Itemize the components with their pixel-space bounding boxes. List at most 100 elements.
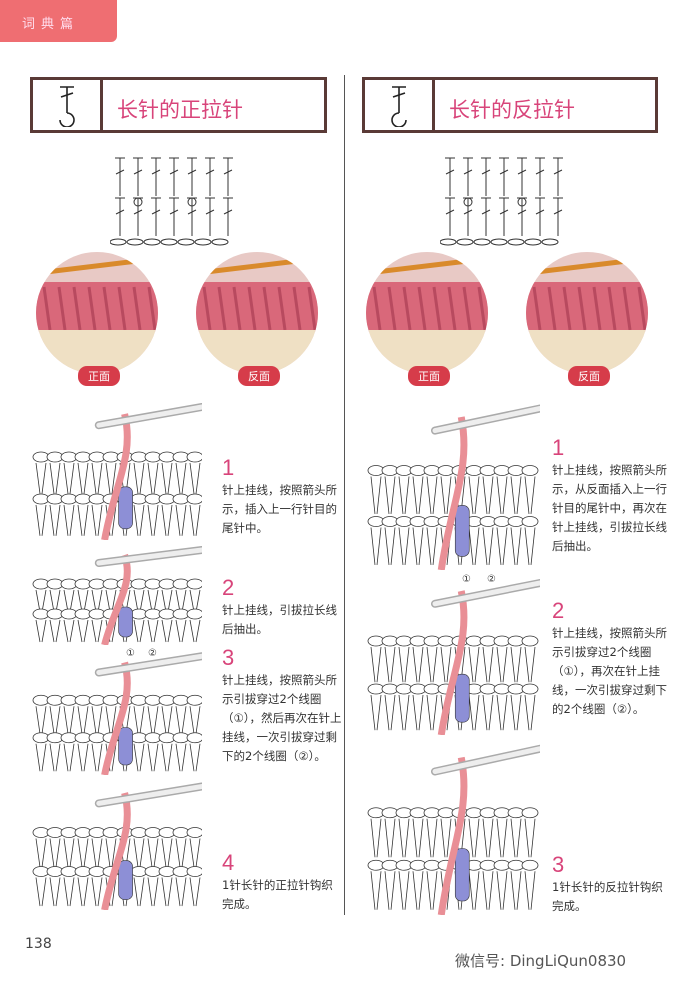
stitch-post	[468, 871, 480, 910]
stitch-post	[370, 476, 382, 514]
stitch-loop	[521, 683, 539, 695]
stitch-post	[175, 619, 187, 643]
stitch-post	[161, 619, 173, 643]
stitch-post	[133, 838, 145, 868]
stitch-post	[77, 706, 89, 734]
stitch-post	[426, 476, 438, 514]
double-crochet-mark	[151, 157, 161, 196]
stitch-loop	[507, 635, 525, 647]
stitch-post	[77, 462, 89, 494]
stitch-loop	[186, 608, 202, 620]
double-crochet-mark	[151, 197, 161, 236]
stitch-loop	[32, 694, 50, 706]
yarn-stitch	[232, 286, 242, 331]
stitch-loop	[46, 866, 64, 877]
left-step3-illustration	[32, 652, 202, 775]
left-step-4: 4 1针长针的正拉针钩织完成。	[222, 850, 333, 911]
stitch-post	[468, 646, 480, 683]
post-hook-mark	[517, 197, 527, 207]
stitch-post	[398, 818, 410, 858]
right-step-2: 2 针上挂线，按照箭头所示引拔穿过2个线圈（①），再次在针上挂线，一次引拔穿过剩…	[552, 598, 667, 716]
stitch-post	[49, 706, 61, 734]
double-crochet-mark	[535, 157, 545, 196]
post-stitch	[454, 505, 470, 557]
chain-stitch-mark	[524, 238, 542, 246]
photo-left-front	[36, 252, 158, 374]
marker-2: ②	[148, 648, 157, 659]
stitch-post	[49, 504, 61, 536]
stitch-post	[426, 527, 438, 565]
stitch-post	[133, 462, 145, 494]
stitch-post	[189, 504, 201, 536]
right-step-1: 1 针上挂线，按照箭头所示，从反面插入上一行针目的尾针中，再次在针上挂线，引拔拉…	[552, 435, 667, 553]
chain-stitch-mark	[211, 238, 229, 246]
working-yarn	[101, 661, 131, 775]
stitch-loop	[46, 451, 64, 463]
double-crochet-mark	[169, 197, 179, 236]
working-yarn	[101, 413, 131, 540]
stitch-loop	[521, 635, 539, 647]
stitch-loop	[521, 516, 539, 527]
stitch-loop	[46, 732, 64, 744]
stitch-post	[133, 589, 145, 613]
post-stitch	[118, 860, 133, 900]
left-step2-illustration	[32, 546, 202, 645]
stitch-post	[49, 743, 61, 772]
stitch-post	[147, 619, 159, 643]
stitch-post	[370, 527, 382, 565]
stitch-loop	[186, 732, 202, 744]
chain-stitch-mark	[440, 238, 457, 246]
photo-label: 正面	[408, 366, 450, 386]
stitch-post	[147, 462, 159, 494]
post-hook-mark	[463, 197, 473, 207]
chain-stitch-mark	[541, 238, 559, 246]
yarn-stitch	[277, 286, 287, 331]
stitch-loop	[46, 608, 64, 620]
stitch-post	[35, 877, 47, 907]
stitch-post	[524, 527, 536, 565]
stitch-loop	[32, 866, 50, 877]
working-yarn	[101, 553, 131, 645]
stitch-loop	[32, 493, 50, 505]
stitch-loop	[521, 859, 539, 871]
stitch-post	[133, 877, 145, 907]
double-crochet-mark	[205, 157, 215, 196]
left-step-1: 1 针上挂线，按照箭头所示，插入上一行针目的尾针中。	[222, 455, 337, 535]
stitch-loop	[521, 807, 539, 819]
stitch-post	[426, 646, 438, 683]
stitch-post	[412, 818, 424, 858]
stitch-post	[63, 462, 75, 494]
yarn-stitch	[577, 286, 587, 331]
stitch-loop	[186, 493, 202, 505]
stitch-post	[49, 838, 61, 868]
yarn-stitch	[432, 286, 442, 331]
double-crochet-mark	[553, 197, 563, 236]
right-step3-illustration	[367, 744, 540, 915]
stitch-post	[384, 527, 396, 565]
stitch-post	[412, 694, 424, 731]
left-step-3: 3 针上挂线，按照箭头所示引拔穿过2个线圈（①），然后再次在针上挂线，一次引拔穿…	[222, 645, 342, 763]
stitch-post	[63, 877, 75, 907]
yarn-stitch	[57, 286, 67, 331]
stitch-post	[189, 462, 201, 494]
stitch-loop	[507, 859, 525, 871]
post-stitch	[118, 727, 133, 766]
right-step1-illustration	[367, 404, 540, 570]
chain-stitch-mark	[473, 238, 491, 246]
stitch-loop	[507, 465, 525, 476]
double-crochet-mark	[445, 157, 455, 196]
stitch-post	[384, 646, 396, 683]
double-crochet-mark	[499, 157, 509, 196]
stitch-loop	[186, 694, 202, 706]
stitch-post	[510, 694, 522, 731]
section-tab: 词典篇	[0, 0, 117, 42]
yarn-stitch	[307, 286, 317, 331]
yarn-stitch	[387, 286, 397, 331]
stitch-post	[482, 646, 494, 683]
yarn-stitch	[217, 286, 227, 331]
stitch-post	[384, 818, 396, 858]
stitch-post	[175, 706, 187, 734]
stitch-post	[440, 646, 452, 683]
front-post-dc-symbol-icon	[33, 80, 103, 130]
post-stitch	[454, 848, 470, 902]
